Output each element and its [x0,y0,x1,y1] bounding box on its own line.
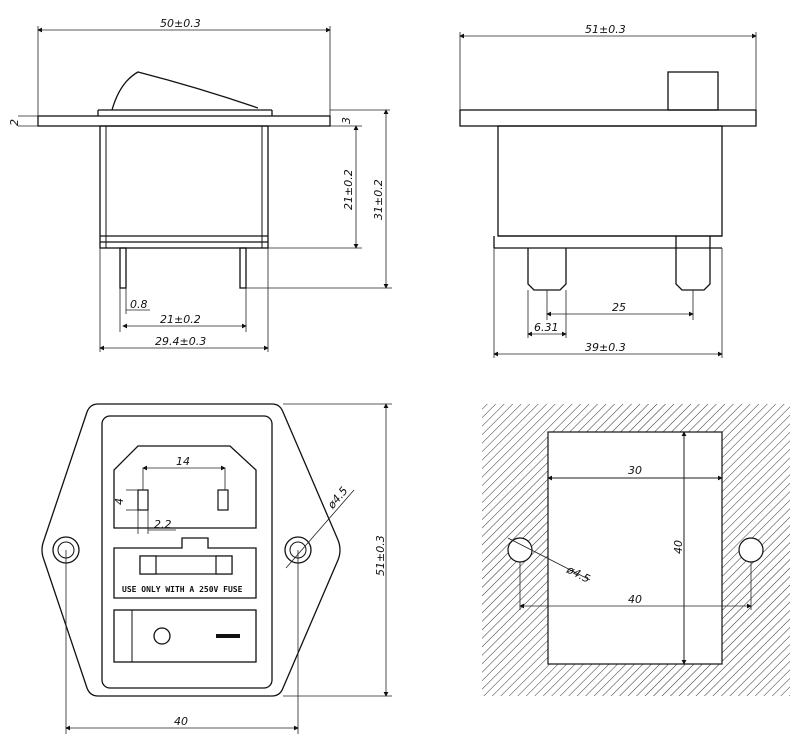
cutout-dim-height-text: 40 [672,540,685,554]
end-body [497,125,723,237]
dim-total-height-text: 31±0.2 [372,179,385,220]
cutout-rect [547,431,723,665]
end-button [667,71,719,111]
flange [37,115,331,127]
front-outline [41,403,341,697]
iec-socket [113,445,257,529]
dim-height-text: 51±0.3 [374,535,387,576]
dim-slot-width-text: 2.2 [154,518,172,531]
end-dim-pitch-text: 25 [612,301,626,314]
slot-left [137,489,149,511]
front-view: 14 4 2.2 USE ONLY WITH A 250V FUSE ø4.5 … [41,403,392,734]
dim-body-width-text: 29.4±0.3 [155,335,206,348]
dim-flange-right-text: 3 [340,117,353,124]
end-flange [459,109,757,127]
end-view: 51±0.3 25 6.31 39±0.3 [459,23,757,358]
dim-socket-width-text: 14 [176,455,190,468]
panel-cutout-view: 30 40 ø4.5 40 [482,404,790,696]
dim-hole-pitch-text: 40 [174,715,188,728]
end-pin-left [527,248,567,291]
front-inner-frame [101,415,273,689]
end-dim-body-width-text: 39±0.3 [585,341,626,354]
front-switch [113,609,257,663]
cutout-dim-hole-pitch-text: 40 [628,593,642,606]
pin-left [119,247,127,289]
dim-pin-pitch-text: 21±0.2 [160,313,201,326]
pin-right [239,247,247,289]
slot-right [217,489,229,511]
side-view: 50±0.3 2 3 21±0.2 31±0.2 0.8 21±0.2 29.4… [8,17,392,352]
cutout-dim-width-text: 30 [628,464,642,477]
fuse-holder [113,537,257,599]
end-dim-width-text: 51±0.3 [585,23,626,36]
end-pin-right [675,236,711,291]
dim-slot-height-text: 4 [113,498,126,505]
switch-body [99,125,269,249]
dim-body-height-text: 21±0.2 [342,169,355,210]
dim-pin-text: 0.8 [130,298,148,311]
cutout-hole-right [738,537,764,563]
fuse-warning-text: USE ONLY WITH A 250V FUSE [122,585,243,594]
cutout-hole-left [507,537,533,563]
switch-off-symbol [153,627,171,645]
dim-width-text: 50±0.3 [160,17,201,30]
dim-flange-text: 2 [8,119,21,126]
end-dim-offset-text: 6.31 [534,321,559,334]
rocker-outline [111,71,259,111]
